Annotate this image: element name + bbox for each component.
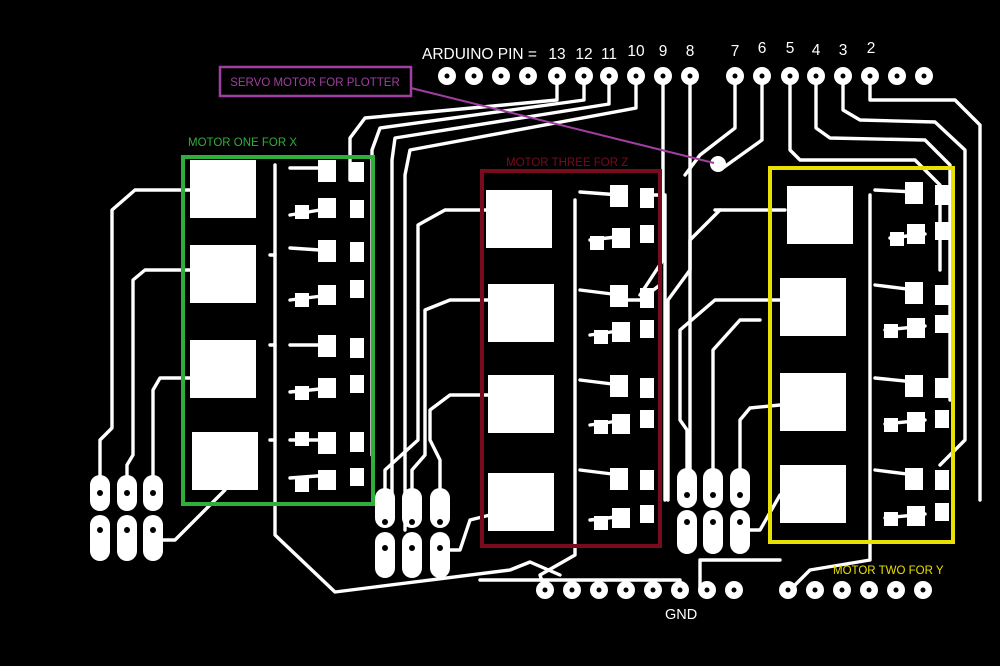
header-pad (781, 67, 799, 85)
servo-via (710, 156, 726, 172)
header-pad (548, 67, 566, 85)
header-pad (492, 67, 510, 85)
header-pad (807, 67, 825, 85)
motor-x-outline (181, 155, 375, 506)
annotations: ARDUINO PIN = 13 12 11 10 9 8 7 6 5 4 3 … (188, 40, 944, 623)
servo-label: SERVO MOTOR FOR PLOTTER (230, 77, 400, 89)
header-pad (600, 67, 618, 85)
pin-label-3: 3 (839, 42, 848, 59)
motor-y-outline (768, 166, 955, 544)
header-pad (465, 67, 483, 85)
pin-label-7: 7 (731, 43, 740, 60)
pin-label-12: 12 (575, 46, 592, 63)
gnd-label: GND (665, 607, 697, 623)
copper-traces (98, 74, 982, 594)
header-pad (575, 67, 593, 85)
servo-pointer-line (410, 87, 715, 164)
header-pad (834, 67, 852, 85)
pin-label-9: 9 (659, 43, 668, 60)
arduino-header (438, 67, 933, 85)
header-pad (519, 67, 537, 85)
header-pad (888, 67, 906, 85)
header-pad (861, 67, 879, 85)
motor-y-driver (768, 166, 955, 544)
arduino-pin-label: ARDUINO PIN = (422, 46, 537, 63)
pin-label-6: 6 (758, 40, 767, 57)
motor-x-label: MOTOR ONE FOR X (188, 137, 297, 149)
header-pad (438, 67, 456, 85)
motor-y-label: MOTOR TWO FOR Y (833, 565, 944, 577)
pin-label-8: 8 (686, 43, 695, 60)
connector-z (375, 488, 450, 578)
pin-label-10: 10 (627, 43, 645, 60)
pin-label-13: 13 (548, 46, 565, 63)
connector-y (677, 468, 750, 554)
header-pad (681, 67, 699, 85)
pin-label-4: 4 (812, 42, 821, 59)
motor-x-driver (181, 155, 375, 506)
header-pad (627, 67, 645, 85)
motor-z-label: MOTOR THREE FOR Z (506, 157, 628, 169)
connector-x (90, 475, 163, 561)
header-pad (726, 67, 744, 85)
header-pad (753, 67, 771, 85)
gnd-header (536, 581, 932, 599)
motor-z-outline (480, 169, 662, 548)
header-pad (654, 67, 672, 85)
header-pad (915, 67, 933, 85)
pin-label-2: 2 (867, 40, 876, 57)
pin-label-5: 5 (786, 40, 795, 57)
servo-label-box (218, 65, 413, 98)
pin-label-11: 11 (601, 46, 617, 63)
motor-z-driver (480, 169, 662, 548)
